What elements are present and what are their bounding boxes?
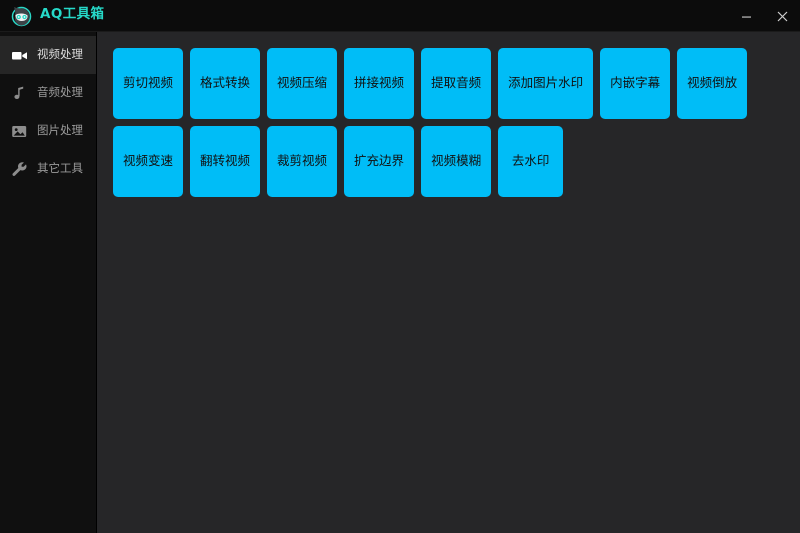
close-icon: [777, 11, 787, 21]
sidebar-item-audio-processing[interactable]: 音频处理: [0, 74, 96, 112]
app-title: AQ工具箱: [40, 6, 105, 23]
window-controls: [728, 0, 800, 32]
video-camera-icon: [11, 47, 28, 64]
minimize-button[interactable]: [728, 0, 764, 32]
sidebar-item-label: 音频处理: [37, 85, 83, 100]
tool-button[interactable]: 扩充边界: [344, 126, 415, 197]
sidebar-item-video-processing[interactable]: 视频处理: [0, 36, 96, 74]
tool-button[interactable]: 翻转视频: [190, 126, 261, 197]
tool-button[interactable]: 拼接视频: [344, 48, 415, 119]
tool-button[interactable]: 添加图片水印: [498, 48, 594, 119]
tool-button[interactable]: 视频模糊: [421, 126, 492, 197]
tool-button[interactable]: 视频压缩: [267, 48, 338, 119]
wrench-icon: [11, 161, 28, 178]
image-picture-icon: [11, 123, 28, 140]
sidebar-item-image-processing[interactable]: 图片处理: [0, 112, 96, 150]
tool-button[interactable]: 视频倒放: [677, 48, 748, 119]
tool-button[interactable]: 格式转换: [190, 48, 261, 119]
sidebar-item-label: 其它工具: [37, 161, 83, 176]
window-body: 视频处理 音频处理: [0, 32, 800, 533]
minimize-icon: [741, 16, 751, 18]
music-note-icon: [11, 85, 28, 102]
tool-button[interactable]: 剪切视频: [113, 48, 184, 119]
tool-button[interactable]: 去水印: [498, 126, 564, 197]
tool-button-grid: 剪切视频 格式转换 视频压缩 拼接视频 提取音频 添加图片水印 内嵌字幕 视频倒…: [113, 48, 800, 197]
tool-button[interactable]: 裁剪视频: [267, 126, 338, 197]
sidebar: 视频处理 音频处理: [0, 32, 97, 533]
title-bar: AQ工具箱: [0, 0, 800, 32]
tool-button[interactable]: 视频变速: [113, 126, 184, 197]
tool-button[interactable]: 提取音频: [421, 48, 492, 119]
sidebar-item-other-tools[interactable]: 其它工具: [0, 150, 96, 188]
close-button[interactable]: [764, 0, 800, 32]
sidebar-item-label: 视频处理: [37, 47, 83, 62]
tool-button[interactable]: 内嵌字幕: [600, 48, 671, 119]
sidebar-item-label: 图片处理: [37, 123, 83, 138]
ninja-mascot-logo-icon: [11, 6, 32, 26]
content-area: 剪切视频 格式转换 视频压缩 拼接视频 提取音频 添加图片水印 内嵌字幕 视频倒…: [97, 32, 800, 533]
